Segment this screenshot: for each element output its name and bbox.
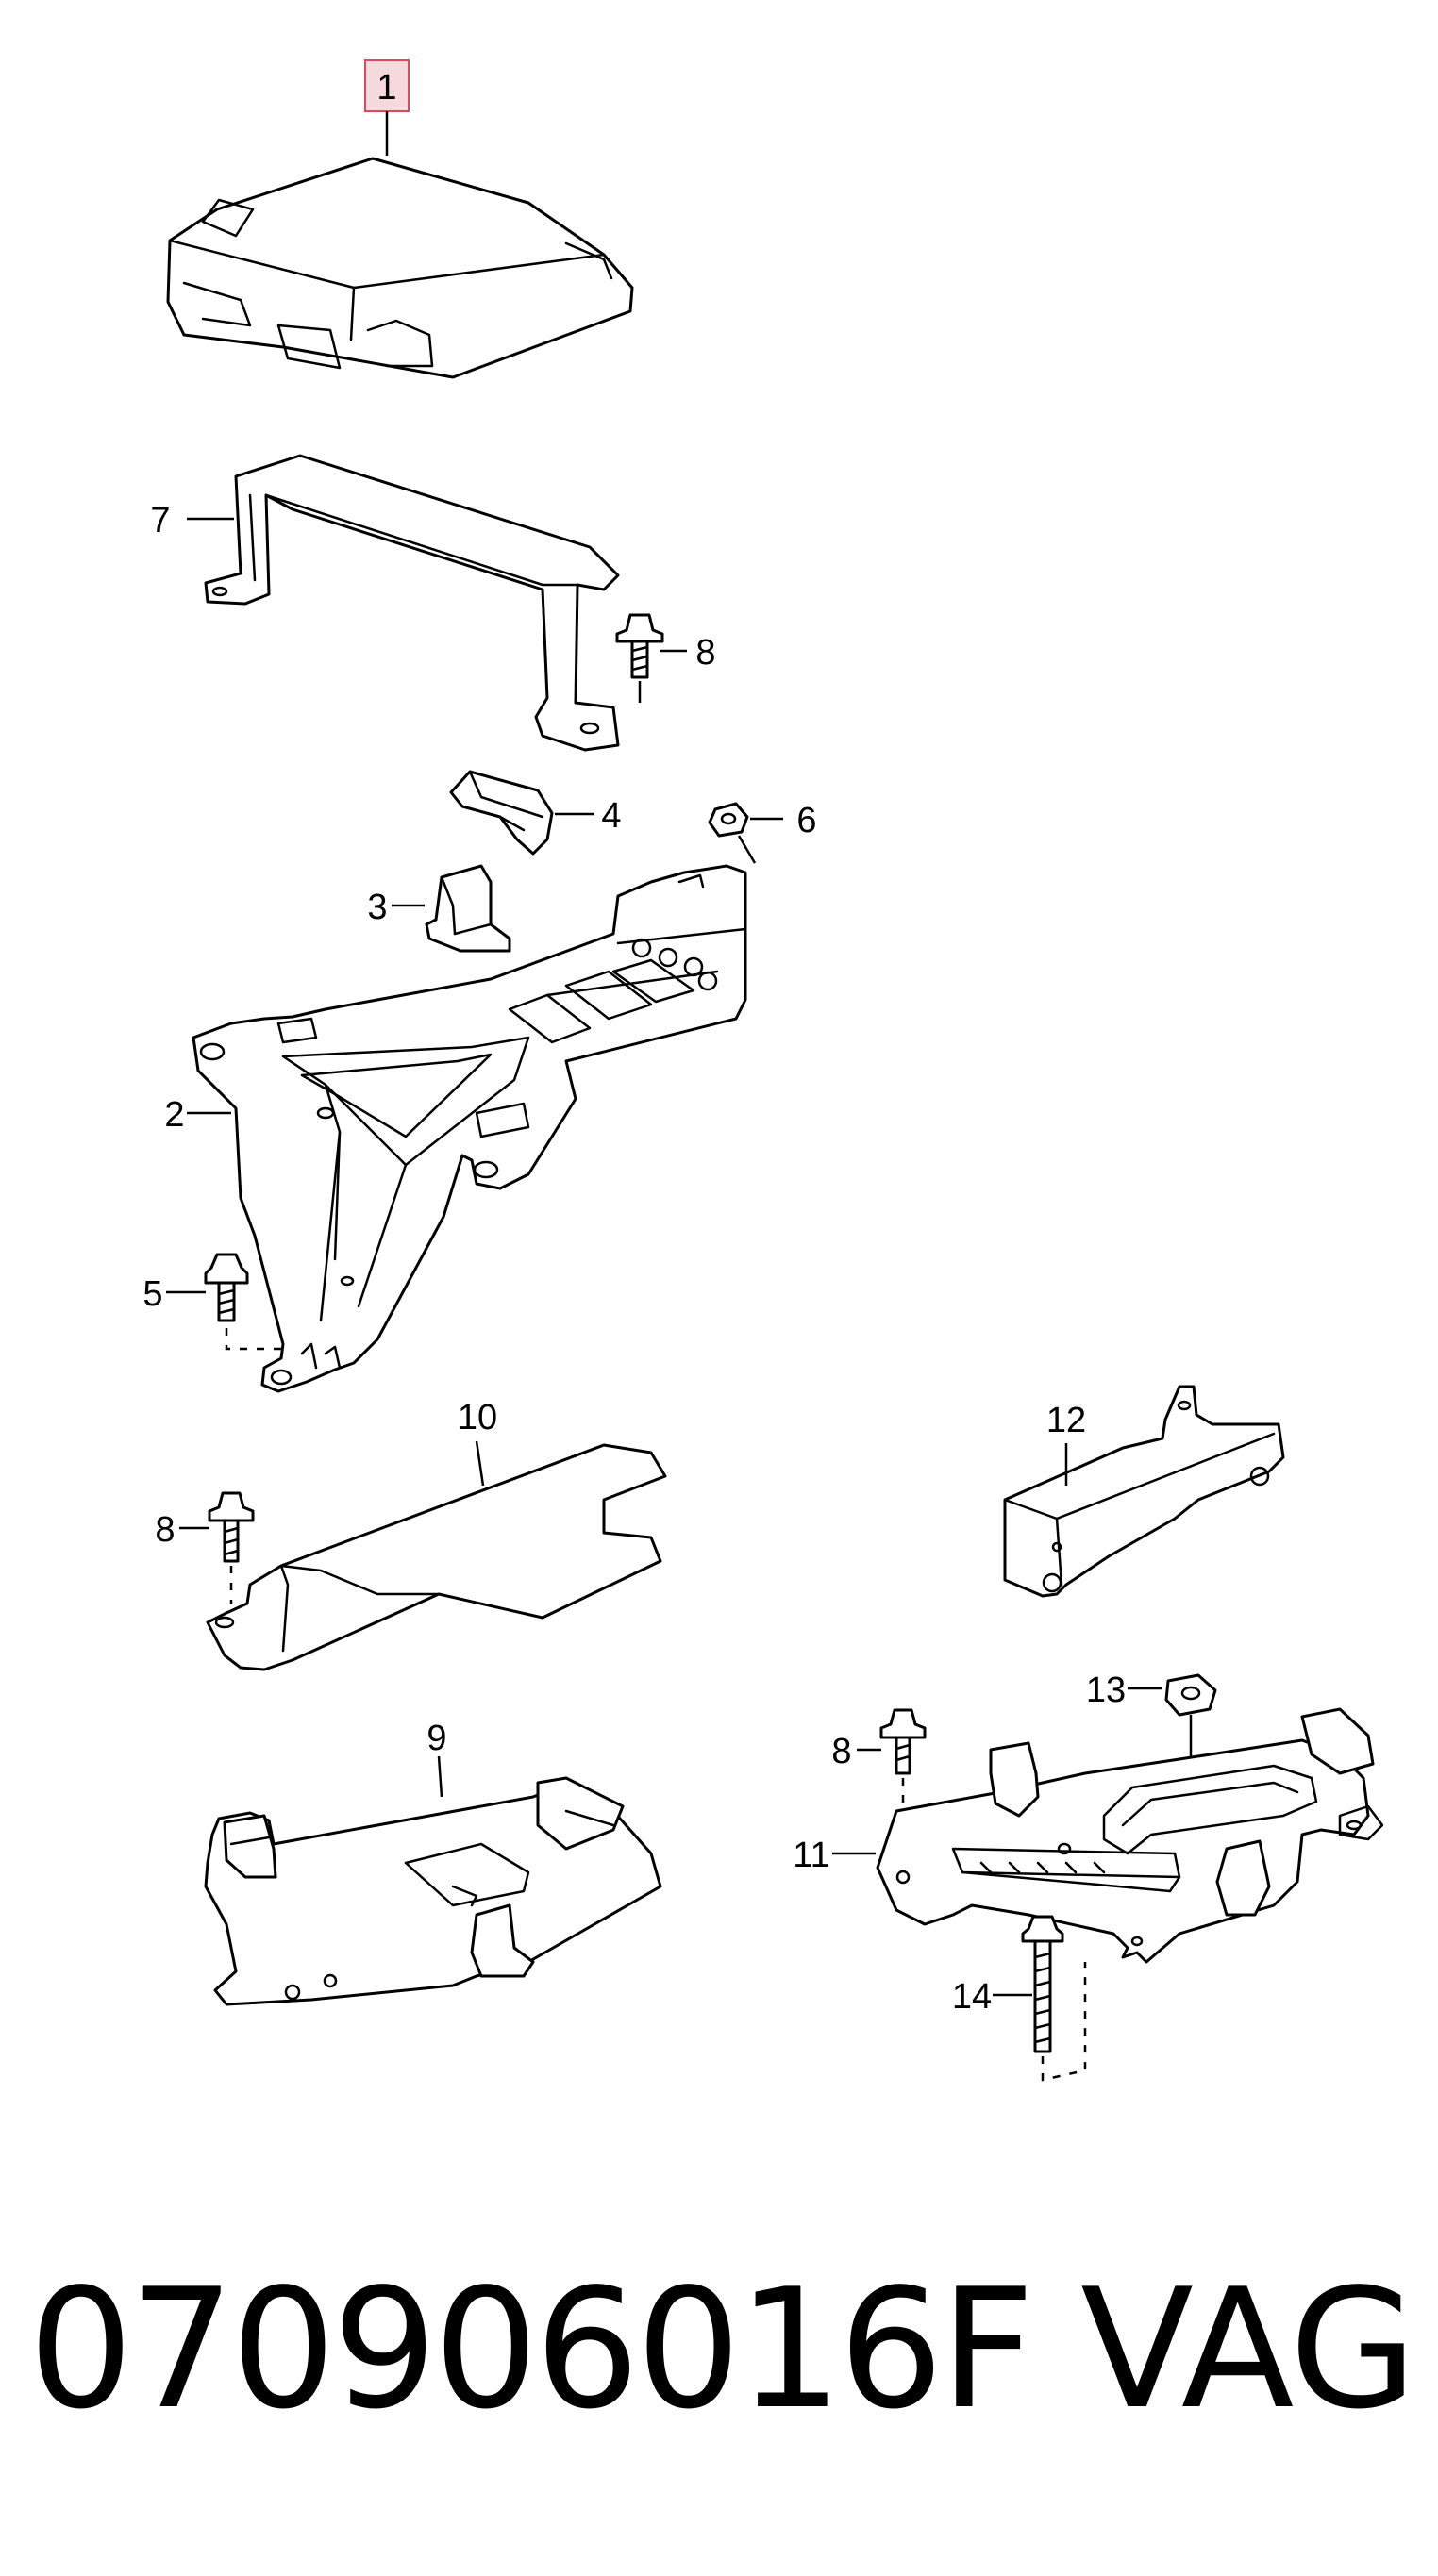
callout-13: 13 <box>1086 1670 1126 1710</box>
callout-3: 3 <box>367 888 387 927</box>
callout-8-middle: 8 <box>155 1510 175 1550</box>
housing-part-12[interactable] <box>1003 1385 1285 1598</box>
clip-part-4[interactable] <box>449 770 554 856</box>
callout-6: 6 <box>796 801 816 840</box>
clip-part-3[interactable] <box>425 864 511 953</box>
bolt-part-5[interactable] <box>204 1253 283 1351</box>
callout-1-highlight <box>364 59 410 156</box>
mounting-plate-part-2[interactable] <box>192 864 747 1393</box>
callout-1: 1 <box>376 68 396 108</box>
callout-7: 7 <box>150 501 170 540</box>
nut-part-6[interactable] <box>708 802 757 864</box>
callout-11: 11 <box>793 1836 829 1875</box>
callout-5: 5 <box>142 1274 162 1314</box>
base-plate-part-9[interactable] <box>204 1776 662 2006</box>
bolt-part-8-middle[interactable] <box>208 1491 255 1604</box>
control-unit-part-1[interactable] <box>166 157 634 379</box>
callout-12: 12 <box>1046 1401 1086 1440</box>
brand-name: VAG <box>1080 2254 1417 2446</box>
footer: 070906016F VAG <box>28 2254 1417 2462</box>
carrier-part-11[interactable] <box>876 1707 1384 1964</box>
parts-diagram: 1 7 8 4 3 6 <box>142 59 1384 2082</box>
callout-8-upper: 8 <box>695 633 715 673</box>
callout-4: 4 <box>601 796 621 836</box>
callout-10: 10 <box>458 1398 497 1438</box>
part-number: 070906016F <box>28 2254 1035 2446</box>
nut-part-13[interactable] <box>1164 1673 1217 1764</box>
cover-part-10[interactable] <box>206 1443 667 1671</box>
bracket-part-7[interactable] <box>204 454 620 752</box>
bolt-part-14[interactable] <box>1021 1915 1087 2082</box>
bolt-part-8-upper[interactable] <box>615 613 664 703</box>
callout-8-lower: 8 <box>831 1732 851 1771</box>
callout-9: 9 <box>426 1719 446 1758</box>
callout-14: 14 <box>952 1977 992 2017</box>
callout-2: 2 <box>164 1095 184 1135</box>
